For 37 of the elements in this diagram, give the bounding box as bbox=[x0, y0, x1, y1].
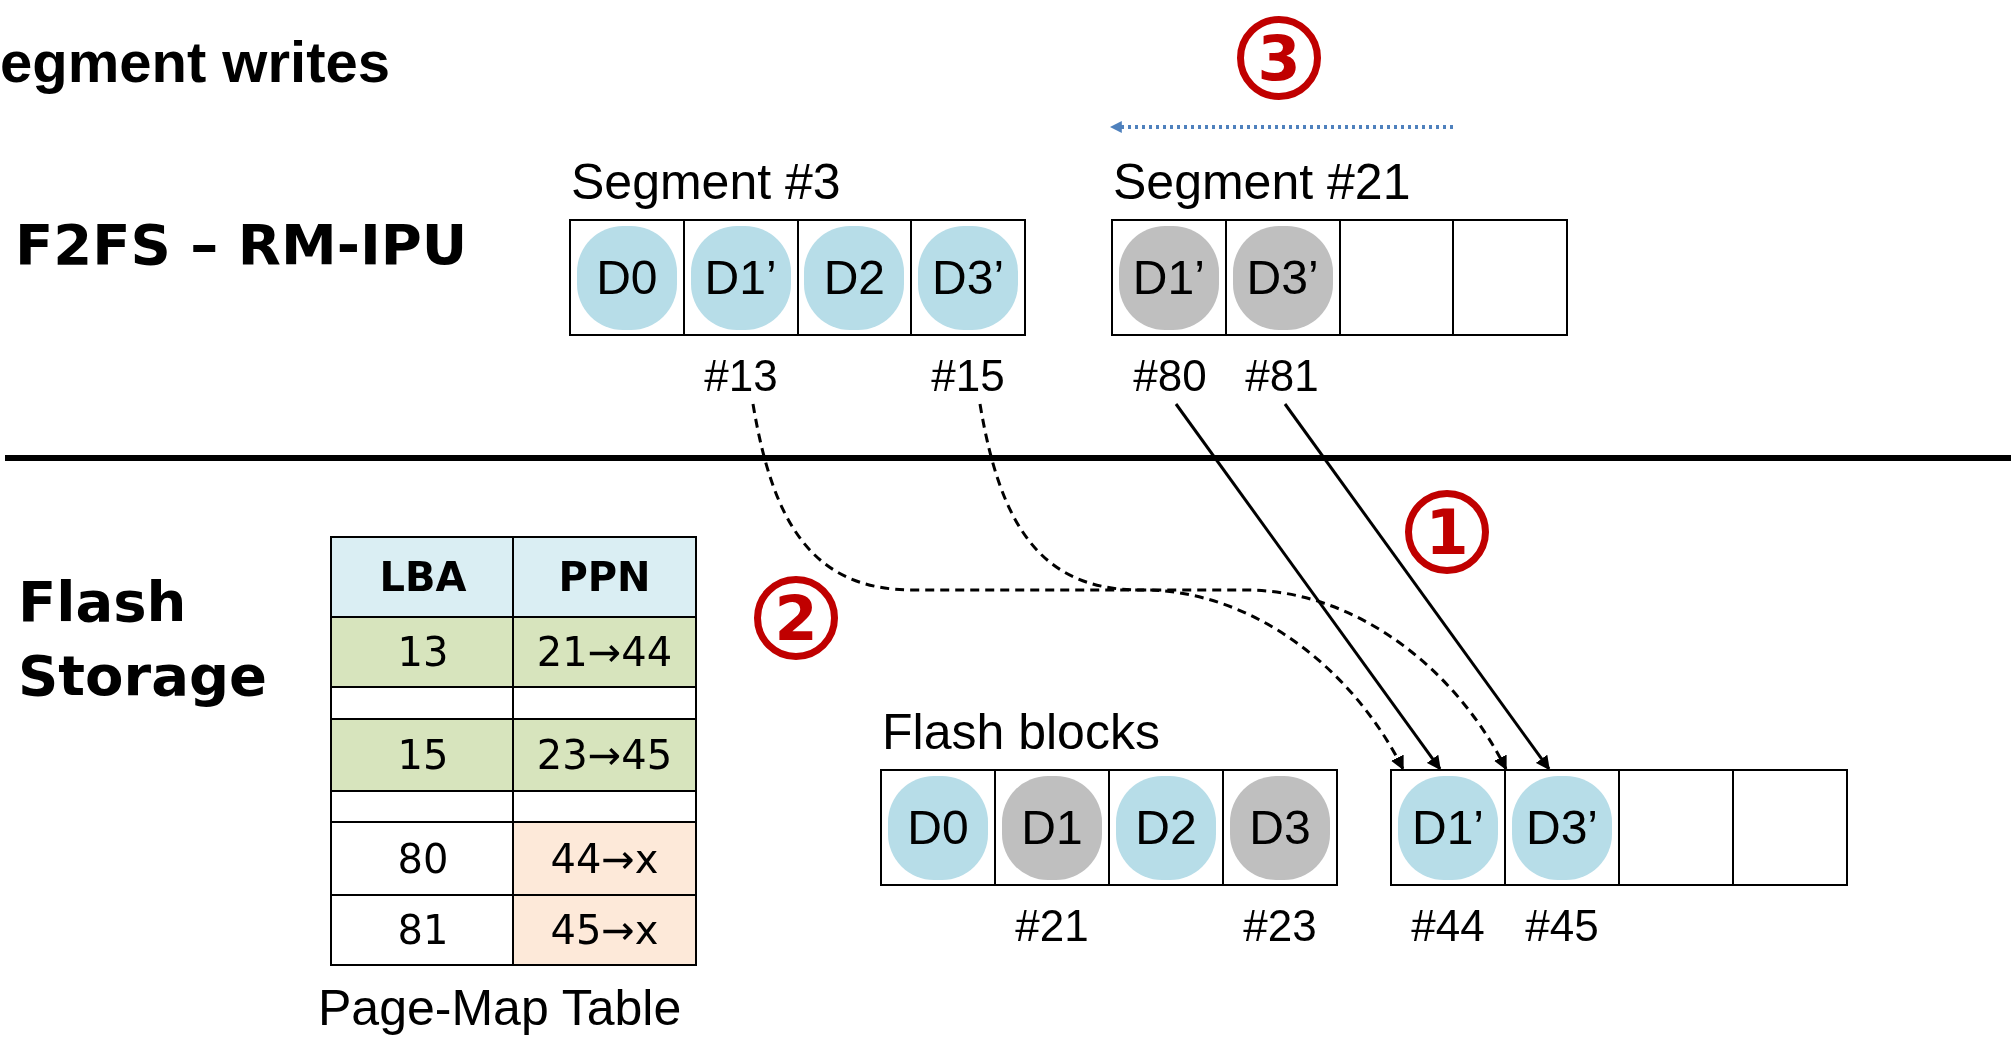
step-number: 3 bbox=[1237, 16, 1321, 100]
table-cell: 45→x bbox=[512, 894, 697, 966]
page-number: #44 bbox=[1410, 901, 1486, 951]
block-heading: Segment #3 bbox=[571, 153, 841, 211]
arrow bbox=[1174, 403, 1442, 771]
data-page-pill: D1’ bbox=[1118, 225, 1219, 330]
block-heading: Flash blocks bbox=[882, 703, 1160, 761]
table-caption: Page-Map Table bbox=[318, 979, 682, 1038]
data-page-pill: D3’ bbox=[1512, 775, 1612, 880]
data-page-pill: D0 bbox=[576, 225, 677, 330]
data-page-pill: D3’ bbox=[1232, 225, 1333, 330]
data-page-pill: D0 bbox=[888, 775, 988, 880]
table-cell: 21→44 bbox=[512, 616, 697, 688]
block-heading: Segment #21 bbox=[1113, 153, 1411, 211]
title-text: egment writes bbox=[0, 28, 390, 95]
arrow bbox=[1283, 403, 1551, 771]
step-number: 1 bbox=[1405, 490, 1489, 574]
data-page-pill: D3’ bbox=[918, 225, 1019, 330]
data-page-pill: D2 bbox=[1116, 775, 1216, 880]
page-number: #15 bbox=[908, 352, 1028, 400]
data-page-pill: D2 bbox=[804, 225, 905, 330]
step-number: 2 bbox=[754, 576, 838, 660]
section-label: F2FS – RM-IPU bbox=[15, 212, 468, 277]
data-page-pill: D1 bbox=[1002, 775, 1102, 880]
table-cell: 23→45 bbox=[512, 718, 697, 792]
page-number: #45 bbox=[1524, 901, 1600, 951]
table-header-cell: PPN bbox=[512, 536, 697, 618]
arrow bbox=[978, 403, 1508, 771]
data-page-pill: D3 bbox=[1230, 775, 1330, 880]
data-page-pill: D1’ bbox=[690, 225, 791, 330]
arrow bbox=[751, 403, 1405, 771]
section-label: Flash Storage bbox=[18, 568, 269, 710]
table-cell: 44→x bbox=[512, 821, 697, 896]
page-number: #21 bbox=[1014, 901, 1090, 951]
data-page-pill: D1’ bbox=[1398, 775, 1498, 880]
page-number: #23 bbox=[1242, 901, 1318, 951]
page-number: #13 bbox=[681, 352, 801, 400]
